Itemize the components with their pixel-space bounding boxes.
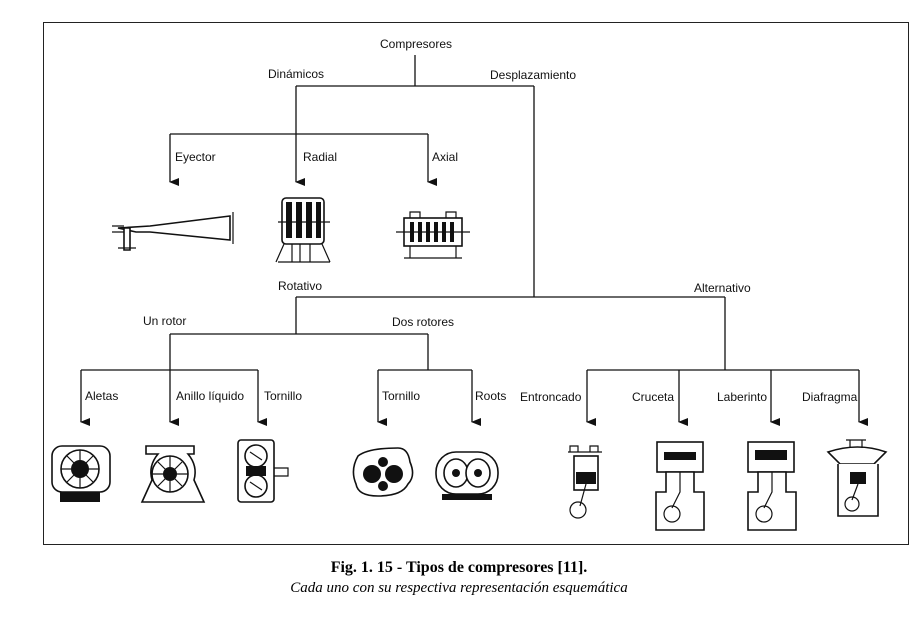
screw-one-rotor-label: Tornillo: [264, 389, 302, 403]
single-screw-compressor-drawing: [237, 439, 289, 503]
aletas-label: Aletas: [85, 389, 118, 403]
figure-caption-subtitle: Cada uno con su respectiva representació…: [290, 580, 628, 596]
ejector-drawing: [112, 212, 234, 251]
diaphragm-compressor-drawing: [826, 439, 888, 517]
axial-label: Axial: [432, 150, 458, 164]
twin-screw-compressor-drawing: [352, 447, 414, 497]
one-rotor-label: Un rotor: [143, 314, 186, 328]
liquid-ring-compressor-drawing: [140, 445, 206, 503]
vane-compressor-drawing: [51, 445, 111, 502]
diafragma-label: Diafragma: [802, 390, 858, 404]
two-rotors-label: Dos rotores: [392, 315, 454, 329]
labyrinth-compressor-drawing: [747, 441, 797, 531]
tree-connectors: [80, 55, 868, 426]
rotary-label: Rotativo: [278, 279, 322, 293]
liquid-ring-label: Anillo líquido: [176, 389, 244, 403]
dynamic-label: Dinámicos: [268, 67, 324, 81]
displacement-label: Desplazamiento: [490, 68, 576, 82]
crosshead-compressor-drawing: [655, 441, 705, 531]
root-label: Compresores: [380, 37, 452, 51]
roots-blower-drawing: [435, 451, 499, 500]
laberinto-label: Laberinto: [717, 390, 767, 404]
axial-compressor-drawing: [396, 211, 470, 259]
radial-compressor-drawing: [275, 197, 331, 263]
roots-label: Roots: [475, 389, 506, 403]
compressor-tree-diagram: Compresores Dinámicos Desplazamiento Eye…: [51, 37, 888, 531]
screw-two-rotors-label: Tornillo: [382, 389, 420, 403]
cruceta-label: Cruceta: [632, 390, 674, 404]
entroncado-label: Entroncado: [520, 390, 582, 404]
trunk-piston-compressor-drawing: [568, 445, 602, 519]
reciprocating-label: Alternativo: [694, 281, 751, 295]
eyector-label: Eyector: [175, 150, 216, 164]
figure-caption-title: Fig. 1. 15 - Tipos de compresores [11].: [330, 559, 588, 576]
radial-label: Radial: [303, 150, 337, 164]
